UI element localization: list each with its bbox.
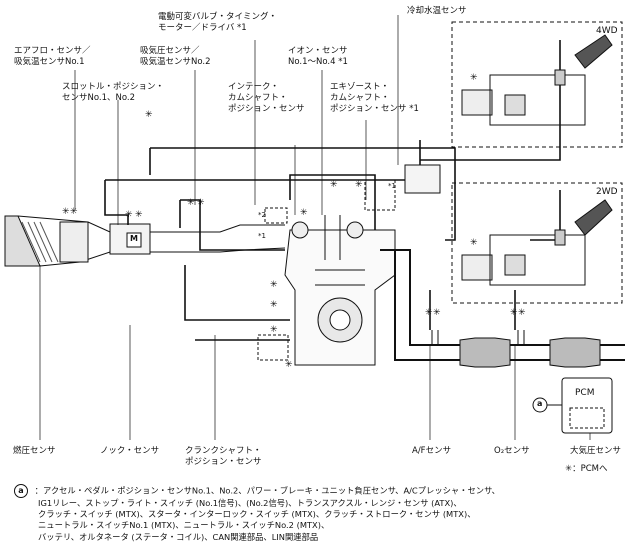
label-coolant-temp: 冷却水温センサ bbox=[407, 6, 467, 16]
label-circle-a: a bbox=[537, 399, 543, 408]
note-line-3: クラッチ・スイッチ (MTX)、スタータ・インターロック・スイッチ (MTX)、… bbox=[38, 509, 476, 520]
pcm-star-mark: ✳ bbox=[135, 210, 143, 220]
note-line-2: IG1リレー、ストップ・ライト・スイッチ (No.1信号)、(No.2信号)、ト… bbox=[38, 498, 462, 508]
note-marker-a: a bbox=[14, 484, 28, 498]
pcm-star-mark: ✳ bbox=[145, 110, 153, 120]
atm-sensor-inner bbox=[569, 407, 605, 429]
label-knock: ノック・センサ bbox=[100, 446, 160, 456]
note-line-4: ニュートラル・スイッチNo.1 (MTX)、ニュートラル・スイッチNo.2 (M… bbox=[38, 520, 330, 531]
pcm-star-mark: ✳ bbox=[197, 198, 205, 208]
label-intake-cam: インテーク・ カムシャフト・ ポジション・センサ bbox=[228, 82, 305, 114]
label-af-sensor: A/Fセンサ bbox=[412, 446, 452, 456]
pcm-star-mark: ✳ bbox=[433, 308, 441, 318]
label-motor-m: M bbox=[130, 234, 138, 243]
label-to-pcm: ✳：PCMへ bbox=[565, 464, 608, 474]
label-fuel-pressure: 燃圧センサ bbox=[13, 446, 56, 456]
label-atm-sensor: 大気圧センサ bbox=[570, 446, 622, 456]
pcm-star-mark: ✳ bbox=[187, 198, 195, 208]
pcm-star-mark: ✳ bbox=[355, 180, 363, 190]
note-line-1: ：アクセル・ペダル・ポジション・センサNo.1、No.2、パワー・ブレーキ・ユニ… bbox=[34, 485, 500, 496]
throttle-motor bbox=[126, 232, 142, 248]
pcm-star-mark: ✳ bbox=[330, 180, 338, 190]
label-ion-sensor: イオン・センサ No.1〜No.4 *1 bbox=[288, 46, 348, 67]
label-map-iat2: 吸気圧センサ／ 吸気温センサNo.2 bbox=[140, 46, 211, 67]
label-exhaust-cam: エキゾースト・ カムシャフト・ ポジション・センサ *1 bbox=[330, 82, 419, 114]
box-2wd bbox=[451, 182, 623, 304]
coolant-sensor bbox=[404, 164, 441, 194]
label-2wd: 2WD bbox=[596, 187, 618, 197]
label-maf-iat: エアフロ・センサ／ 吸気温センサNo.1 bbox=[14, 46, 91, 67]
label-mark-1b: *1 bbox=[388, 182, 396, 190]
exhaust-pipe bbox=[380, 249, 625, 368]
pcm-star-mark: ✳ bbox=[510, 308, 518, 318]
label-mark-1a: *1 bbox=[258, 232, 266, 240]
pcm-star-mark: ✳ bbox=[270, 300, 278, 310]
pcm-star-mark: ✳ bbox=[300, 208, 308, 218]
label-4wd: 4WD bbox=[596, 26, 618, 36]
pcm-star-mark: ✳ bbox=[470, 238, 478, 248]
notes-block: a ：アクセル・ペダル・ポジション・センサNo.1、No.2、パワー・ブレーキ・… bbox=[14, 484, 624, 543]
pcm-star-mark: ✳ bbox=[518, 308, 526, 318]
box-4wd bbox=[451, 21, 623, 148]
engine-block bbox=[257, 179, 396, 366]
label-crank: クランクシャフト・ ポジション・センサ bbox=[185, 446, 262, 467]
pcm-star-mark: ✳ bbox=[285, 360, 293, 370]
pcm-star-mark: ✳ bbox=[270, 325, 278, 335]
pcm-star-mark: ✳ bbox=[125, 210, 133, 220]
pcm-star-mark: ✳ bbox=[425, 308, 433, 318]
label-mark-2: *2 bbox=[258, 211, 266, 219]
pcm-star-mark: ✳ bbox=[470, 73, 478, 83]
note-line-5: バッテリ、オルタネータ (ステータ・コイル)、CAN関連部品、LIN関連部品 bbox=[38, 531, 319, 542]
pcm-star-mark: ✳ bbox=[62, 207, 70, 217]
leader-lines bbox=[39, 15, 591, 440]
pcm-star-mark: ✳ bbox=[270, 280, 278, 290]
pcm-star-mark: ✳ bbox=[70, 207, 78, 217]
harness-lines bbox=[104, 40, 561, 341]
label-vvt-driver: 電動可変バルブ・タイミング・ モーター／ドライバ *1 bbox=[158, 12, 278, 33]
label-o2-sensor: O₂センサ bbox=[494, 446, 530, 456]
label-tps: スロットル・ポジション・ センサNo.1、No.2 bbox=[62, 82, 165, 103]
intake-duct bbox=[4, 215, 286, 267]
label-pcm: PCM bbox=[575, 388, 595, 398]
